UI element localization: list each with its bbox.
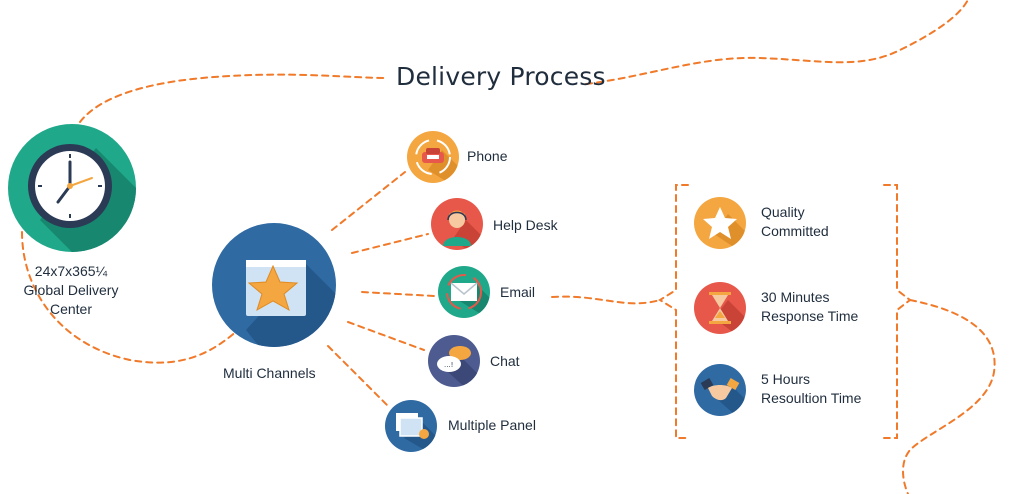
dashed-connectors xyxy=(21,0,996,494)
handshake-icon xyxy=(694,364,746,416)
channel-label-multiple-panel: Multiple Panel xyxy=(448,417,536,433)
quality-star-icon xyxy=(694,197,746,249)
channel-label-help-desk: Help Desk xyxy=(493,217,558,233)
commitment-resolution-line1: 5 Hours xyxy=(761,371,811,387)
multi-to-helpdesk-line xyxy=(351,233,429,254)
hourglass-icon xyxy=(694,282,746,334)
channel-label-chat: Chat xyxy=(490,353,520,369)
star-icon xyxy=(247,264,299,312)
chat-icon: ...! xyxy=(428,335,480,387)
phone-icon xyxy=(407,131,459,183)
multi-to-panel-line xyxy=(327,345,389,407)
multi-to-chat-line xyxy=(347,321,425,351)
email-to-bracket-line xyxy=(551,295,661,305)
commitment-response-line2: Response Time xyxy=(761,308,859,324)
global-center-line3: Center xyxy=(49,301,93,317)
multi-to-phone-line xyxy=(331,171,406,231)
svg-text:...!: ...! xyxy=(444,361,453,369)
email-icon xyxy=(438,266,490,318)
page-title: Delivery Process xyxy=(396,62,606,91)
commitment-resolution-label: 5 Hours Resoultion Time xyxy=(761,370,901,408)
commitment-response-label: 30 Minutes Response Time xyxy=(761,288,901,326)
channel-label-email: Email xyxy=(500,284,536,300)
clock-icon xyxy=(8,124,136,252)
commitment-quality-line2: Committed xyxy=(761,223,829,239)
commitment-quality-label: Quality Committed xyxy=(761,203,901,241)
top-right-curve-line xyxy=(585,0,969,85)
commitment-resolution-line2: Resoultion Time xyxy=(761,390,862,406)
help-desk-agent-icon xyxy=(431,198,483,250)
commitment-response-line1: 30 Minutes xyxy=(761,289,830,305)
left-bracket xyxy=(658,184,689,439)
global-delivery-center-label: 24x7x365¼ Global Delivery Center xyxy=(16,262,126,319)
global-center-line1: 24x7x365¼ xyxy=(34,263,108,279)
multiple-panel-icon xyxy=(385,400,437,452)
channel-label-phone: Phone xyxy=(467,148,508,164)
top-curve-line xyxy=(79,73,389,123)
commitment-quality-line1: Quality xyxy=(761,204,805,220)
multi-channels-icon xyxy=(212,223,336,347)
right-exit-curve-line xyxy=(902,299,996,494)
multi-to-email-line xyxy=(361,291,435,297)
multi-channels-label: Multi Channels xyxy=(223,365,316,381)
clock-to-multi-line xyxy=(21,231,239,364)
global-center-line2: Global Delivery xyxy=(23,282,119,298)
